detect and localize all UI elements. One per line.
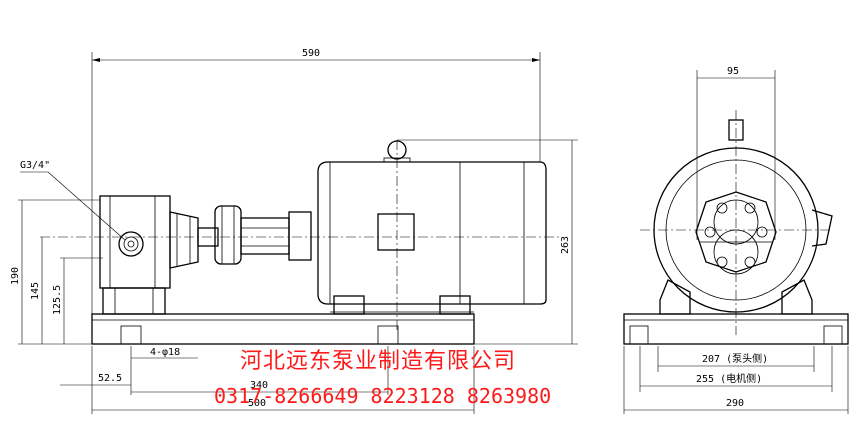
pump-flange-face — [695, 191, 777, 275]
width-95-label: 95 — [727, 66, 739, 77]
pipe-thread-label: G3/4" — [20, 160, 50, 171]
base-plate — [91, 313, 475, 345]
height-263-label: 263 — [560, 236, 571, 254]
electric-motor — [317, 140, 547, 315]
height-125-5-label: 125.5 — [52, 285, 63, 315]
height-145-label: 145 — [30, 282, 41, 300]
overall-length-label: 590 — [302, 48, 320, 59]
height-190-label: 190 — [10, 267, 21, 285]
side-view-dimensions — [18, 52, 578, 414]
width-290-label: 290 — [726, 398, 744, 409]
base-500-label: 500 — [248, 398, 266, 409]
company-watermark: 河北远东泵业制造有限公司 — [240, 349, 517, 374]
phone-watermark: 0317-8266649 8223128 8263980 — [214, 384, 552, 408]
base-52-5-label: 52.5 — [98, 373, 122, 384]
base-340-label: 340 — [250, 380, 268, 391]
side-view: 590 G3/4" 190 145 125.5 263 4-φ18 52.5 3… — [10, 48, 578, 414]
gear-pump-body — [99, 195, 219, 315]
end-view: 95 207 (泵头侧) 255 (电机侧) 290 — [623, 66, 849, 414]
shaft-coupling — [214, 205, 312, 265]
width-207-label: 207 (泵头侧) — [702, 352, 768, 365]
end-view-dimensions — [623, 70, 849, 414]
hole-note-label: 4-φ18 — [150, 347, 180, 358]
width-255-label: 255 (电机侧) — [696, 372, 762, 385]
